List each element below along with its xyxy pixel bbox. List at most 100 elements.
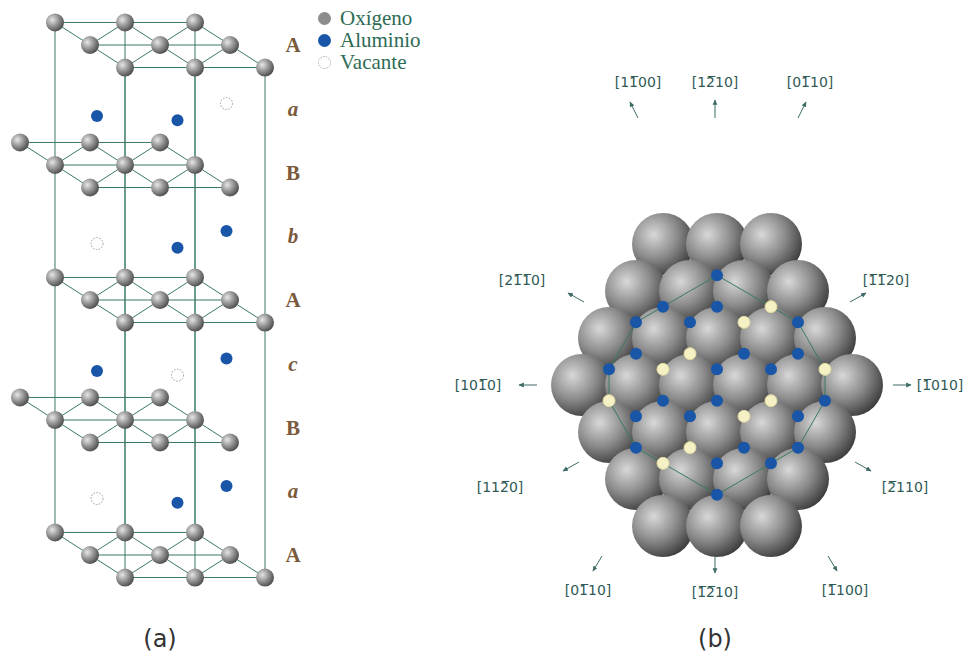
aluminium-site xyxy=(765,363,777,375)
layer-label: B xyxy=(286,160,300,184)
bond-line xyxy=(20,142,90,143)
oxygen-atom xyxy=(151,179,169,197)
direction-label: [101̅0] xyxy=(455,377,502,393)
oxygen-atom xyxy=(81,179,99,197)
aluminium-site xyxy=(711,269,723,281)
layer-label: A xyxy=(285,33,300,57)
bond-line xyxy=(90,397,160,398)
oxygen-layer xyxy=(11,133,239,196)
aluminium-site xyxy=(738,442,750,454)
oxygen-atom xyxy=(186,569,204,587)
aluminium-site xyxy=(711,489,723,501)
vacancy-site xyxy=(738,410,750,422)
aluminium-atom xyxy=(221,353,233,365)
direction-label: [12̅10] xyxy=(692,74,739,90)
oxygen-atom xyxy=(221,291,239,309)
aluminium-site xyxy=(792,348,804,360)
direction-arrow xyxy=(519,385,537,386)
bond-line xyxy=(125,577,195,578)
aluminium-atom xyxy=(91,365,103,377)
vacancy-site xyxy=(819,363,831,375)
oxygen-atom xyxy=(11,388,29,406)
bond-line xyxy=(125,22,195,23)
oxygen-atom xyxy=(116,523,134,541)
aluminium-atom xyxy=(221,480,233,492)
legend-text: Vacante xyxy=(340,50,406,75)
aluminium-site xyxy=(630,316,642,328)
oxygen-atom xyxy=(81,546,99,564)
oxygen-atom xyxy=(151,546,169,564)
bond-line xyxy=(90,555,160,556)
vacancy xyxy=(172,369,184,381)
layer-label: a xyxy=(288,479,299,503)
oxygen-atom xyxy=(256,314,274,332)
vacancy-site xyxy=(657,457,669,469)
bond-line xyxy=(160,442,230,443)
bond-line xyxy=(55,22,125,23)
oxygen-atom xyxy=(186,156,204,174)
direction-arrow xyxy=(850,293,866,302)
aluminium-atom xyxy=(172,497,184,509)
aluminium-site xyxy=(630,410,642,422)
layer-label: B xyxy=(286,415,300,439)
aluminium-atom xyxy=(91,110,103,122)
oxygen-atom xyxy=(186,59,204,77)
oxygen-atom xyxy=(221,434,239,452)
direction-label: [1̅010] xyxy=(917,377,964,393)
oxygen-atom xyxy=(116,569,134,587)
oxygen-atom xyxy=(46,156,64,174)
bond-line xyxy=(125,67,195,68)
oxygen-atom xyxy=(151,133,169,151)
bond-line xyxy=(55,164,125,165)
legend-item: Oxígeno xyxy=(318,6,412,31)
aluminium-site xyxy=(765,457,777,469)
aluminium-site xyxy=(738,348,750,360)
oxygen-atom xyxy=(81,291,99,309)
oxygen-atom xyxy=(116,156,134,174)
bond-line xyxy=(90,142,160,143)
direction-arrow xyxy=(563,462,579,471)
oxygen-atom xyxy=(81,133,99,151)
direction-label: [2̅110] xyxy=(882,479,929,495)
layer-label: a xyxy=(288,97,299,121)
oxygen-sphere xyxy=(686,495,748,557)
oxygen-atom xyxy=(116,411,134,429)
bond-line xyxy=(90,187,160,188)
oxygen-atom xyxy=(46,523,64,541)
bond-line xyxy=(125,164,195,165)
oxygen-atom xyxy=(186,13,204,31)
oxygen-atom xyxy=(116,59,134,77)
oxygen-atom xyxy=(256,569,274,587)
layer-label: c xyxy=(288,352,297,376)
oxygen-atom xyxy=(221,36,239,54)
legend-item: Vacante xyxy=(318,50,406,75)
direction-arrow xyxy=(893,385,911,386)
vacancy-site xyxy=(603,395,615,407)
vacancy-site xyxy=(684,442,696,454)
legend-sample xyxy=(318,56,331,69)
direction-label: [21̅1̅0] xyxy=(499,272,546,288)
aluminium-site xyxy=(711,301,723,313)
stacking-drawing xyxy=(11,13,274,586)
legend-swatch xyxy=(318,12,331,25)
direction-label: [01̅10] xyxy=(787,74,834,90)
direction-label: [1̅2̅10] xyxy=(692,584,739,600)
vacancy xyxy=(221,98,233,110)
bond-line xyxy=(55,419,125,420)
oxygen-atom xyxy=(81,434,99,452)
oxygen-atom xyxy=(116,13,134,31)
bond-line xyxy=(90,300,160,301)
bond-line xyxy=(20,397,90,398)
bond-line xyxy=(90,442,160,443)
bond-line xyxy=(125,532,195,533)
oxygen-layer xyxy=(46,13,274,76)
direction-arrow xyxy=(798,102,806,118)
bond-line xyxy=(55,532,125,533)
vacancy-site xyxy=(684,348,696,360)
bond-line xyxy=(195,322,265,323)
aluminium-site xyxy=(603,363,615,375)
aluminium-site xyxy=(792,442,804,454)
aluminium-site xyxy=(657,395,669,407)
aluminium-site xyxy=(684,410,696,422)
